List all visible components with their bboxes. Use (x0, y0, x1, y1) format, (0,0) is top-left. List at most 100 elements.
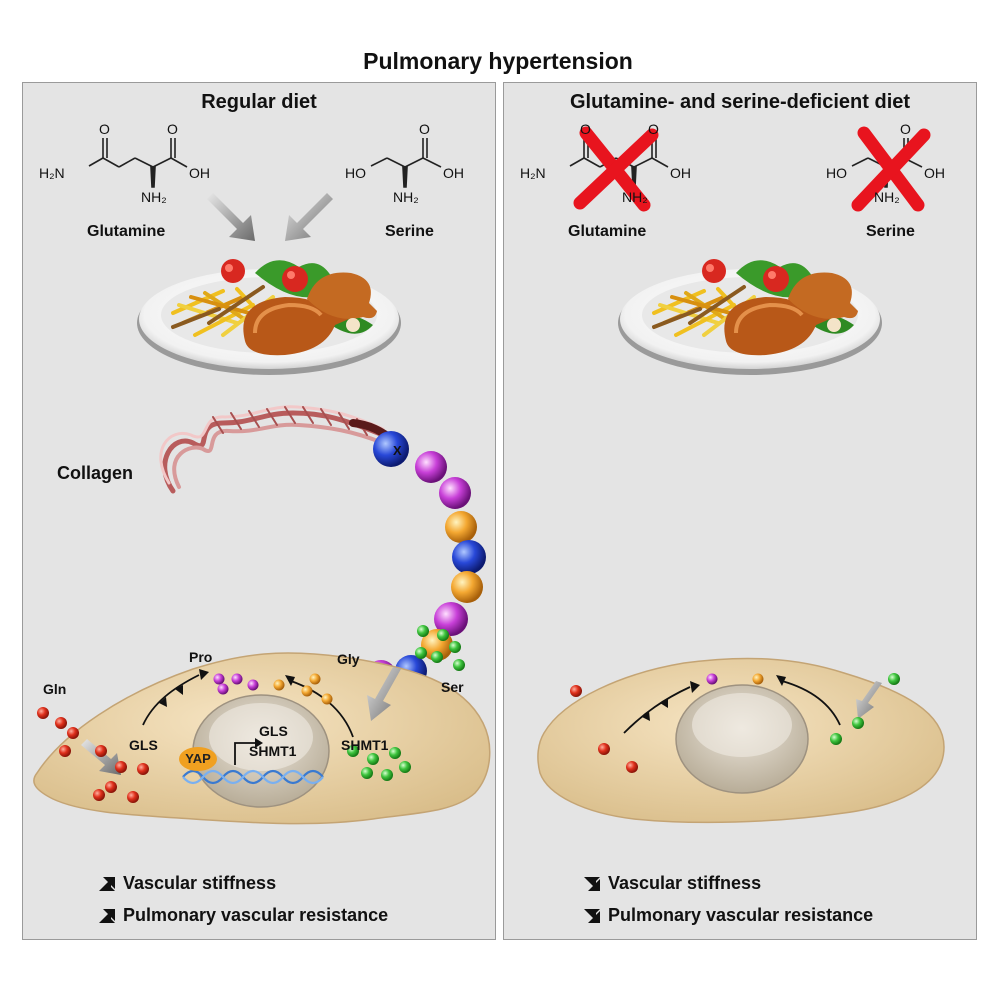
glycine-dot (321, 693, 333, 705)
glutamine-carbonyl-o-label: O (580, 121, 591, 137)
collagen-bead (445, 511, 477, 543)
glutamine-dot (598, 743, 610, 755)
proline-dot (706, 673, 718, 685)
serine-dot (347, 745, 359, 757)
outcome-text: Vascular stiffness (608, 873, 762, 893)
cell-body (537, 657, 945, 824)
collagen-bead (452, 540, 486, 574)
glutamine-amide-label: H₂N (520, 165, 546, 181)
outcome-pvr: Pulmonary vascular resistance (97, 905, 388, 926)
serine-hydroxyl-label: HO (345, 165, 366, 181)
promoter-arrow (234, 742, 255, 765)
serine-name: Serine (385, 223, 434, 240)
serine-dot (415, 647, 427, 659)
food-plate-icon (137, 259, 401, 375)
metabolite-dots-left (37, 625, 465, 803)
regular-diet-heading: Regular diet (201, 91, 317, 113)
glutamine-dot (59, 745, 71, 757)
ser-uptake-arrow (367, 667, 401, 721)
collagen-bead (439, 477, 471, 509)
glutamine-dot (115, 761, 127, 773)
proline-dot (247, 679, 259, 691)
glutamine-dot (55, 717, 67, 729)
deficient-diet-heading: Glutamine- and serine-deficient diet (569, 91, 911, 113)
arrow-down-icon (584, 876, 600, 891)
glutamine-acid-carbonyl-label: O (648, 121, 659, 137)
serine-cross-mark (851, 126, 931, 212)
glycine-dot (752, 673, 764, 685)
glutamine-structure (88, 138, 188, 188)
regular-diet-panel: Regular diet (22, 82, 496, 940)
glutamine-dot (137, 763, 149, 775)
food-plate-icon (618, 259, 882, 375)
glutamine-amine-label: NH₂ (622, 189, 648, 205)
glutamine-dot (93, 789, 105, 801)
gene-gls-label: GLS (259, 723, 288, 739)
collagen-bead (451, 571, 483, 603)
serine-amine-label: NH₂ (393, 189, 419, 205)
outcome-vascular-stiffness: Vascular stiffness (582, 873, 761, 894)
arrow-up-icon (99, 876, 115, 891)
glycine-dot (273, 679, 285, 691)
arrow-up-icon (99, 908, 115, 923)
ser-uptake-arrow (856, 681, 882, 719)
figure-title: Pulmonary hypertension (363, 48, 633, 74)
serine-dot (381, 769, 393, 781)
shmt1-enzyme-label: SHMT1 (341, 737, 389, 753)
glutamine-dot (67, 727, 79, 739)
deficient-diet-illustration (537, 126, 945, 824)
intake-arrows (207, 193, 333, 241)
outcome-text: Pulmonary vascular resistance (608, 905, 874, 925)
glutamine-dot (105, 781, 117, 793)
gls-enzyme-label: GLS (129, 737, 158, 753)
serine-dot (830, 733, 842, 745)
gls-arrow (142, 669, 209, 726)
collagen-bead (434, 602, 468, 636)
proline-dot (217, 683, 229, 695)
glutamine-dot (95, 745, 107, 757)
serine-dot (367, 753, 379, 765)
ser-to-gly-arrow (776, 675, 841, 726)
serine-name: Serine (866, 223, 915, 240)
glutamine-name: Glutamine (87, 223, 166, 240)
collagen-label: Collagen (57, 463, 134, 483)
outcome-vascular-stiffness: Vascular stiffness (97, 873, 276, 894)
glutamine-cross-mark (573, 126, 659, 212)
serine-dot (852, 717, 864, 729)
serine-dot (361, 767, 373, 779)
glutamine-dot (37, 707, 49, 719)
collagen-helix (159, 405, 399, 494)
proline-dot (213, 673, 225, 685)
gene-shmt1-label: SHMT1 (249, 743, 297, 759)
serine-acid-label: OH (924, 165, 945, 181)
glutamine-dot (570, 685, 582, 697)
ser-label: Ser (441, 679, 464, 695)
glycine-dot (309, 673, 321, 685)
serine-dot (399, 761, 411, 773)
serine-dot (417, 625, 429, 637)
regular-diet-illustration: X (33, 138, 491, 825)
glutamine-dot (127, 791, 139, 803)
serine-acid-label: OH (443, 165, 464, 181)
collagen-bead (415, 451, 447, 483)
deficient-diet-panel: Glutamine- and serine-deficient diet (503, 82, 977, 940)
serine-dot (431, 651, 443, 663)
glycine-dot (301, 685, 313, 697)
serine-dot (453, 659, 465, 671)
glutamine-dot (626, 761, 638, 773)
serine-dot (437, 629, 449, 641)
glutamine-name: Glutamine (568, 223, 647, 240)
outcome-pvr: Pulmonary vascular resistance (582, 905, 873, 926)
glutamine-amide-label: H₂N (39, 165, 65, 181)
glutamine-amine-label: NH₂ (141, 189, 167, 205)
proline-dot (231, 673, 243, 685)
cell-body (33, 652, 491, 825)
serine-carbonyl-o-label: O (900, 121, 911, 137)
dna-strand (182, 769, 324, 785)
arrow-down-icon (584, 908, 600, 923)
serine-dot (449, 641, 461, 653)
outcome-text: Vascular stiffness (123, 873, 277, 893)
gly-label: Gly (337, 651, 360, 667)
serine-dot (389, 747, 401, 759)
serine-dot (888, 673, 900, 685)
